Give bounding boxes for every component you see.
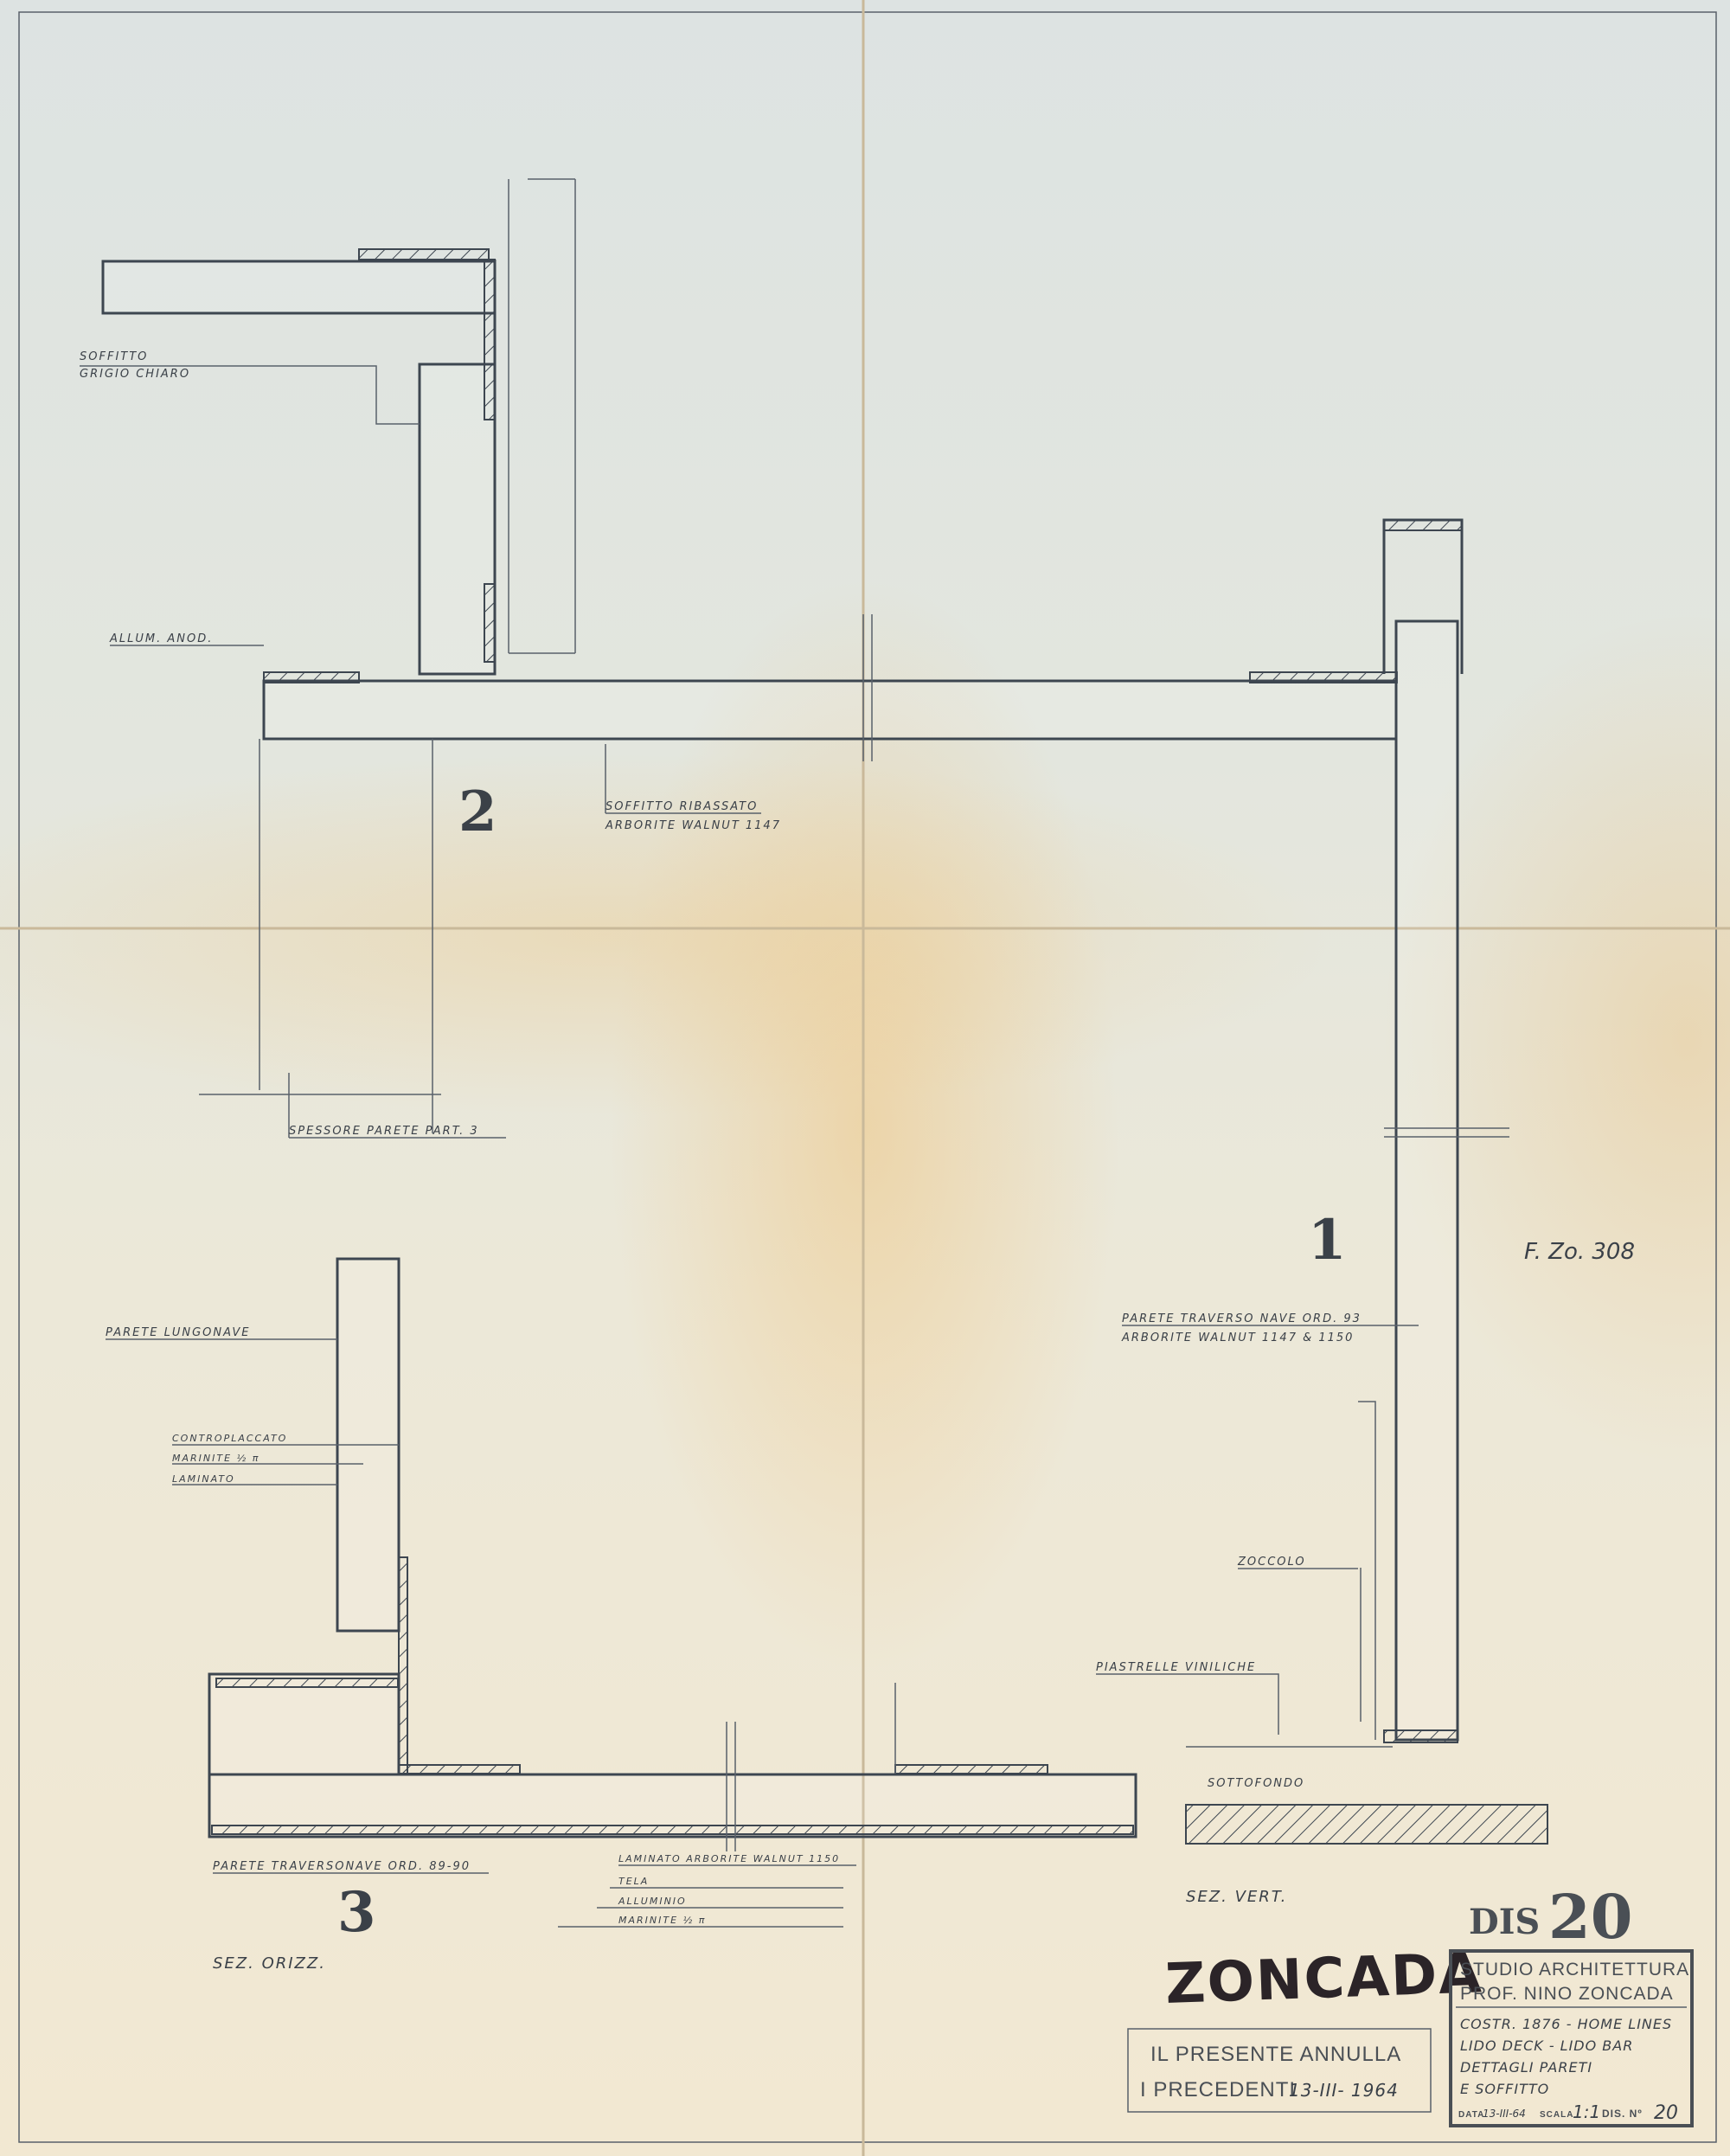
- file-reference: F. Zo. 308: [1524, 1239, 1635, 1265]
- title-line-4: E SOFFITTO: [1460, 2081, 1549, 2097]
- detail-3-horizontal-section: [106, 1257, 1137, 1928]
- layer-laminate: LAMINATO: [172, 1473, 235, 1485]
- lowered-ceiling-label: SOFFITTO RIBASSATO: [606, 800, 758, 813]
- drawing-number-label: DIS. Nº: [1602, 2108, 1643, 2120]
- bottom-layer-laminate: LAMINATO ARBORITE WALNUT 1150: [618, 1853, 840, 1864]
- detail-number-1: 1: [1308, 1208, 1347, 1273]
- title-line-1: COSTR. 1876 - HOME LINES: [1460, 2016, 1672, 2032]
- ceiling-label: SOFFITTO: [80, 350, 148, 363]
- bottom-layer-aluminium: ALLUMINIO: [618, 1896, 687, 1907]
- ceiling-color-label: GRIGIO CHIARO: [80, 368, 190, 381]
- detail-2-ceiling-section: [80, 178, 1398, 1139]
- bottom-layer-marinite: MARINITE ½ π: [618, 1915, 706, 1926]
- aluminium-label: ALLUM. ANOD.: [109, 632, 213, 645]
- detail-number-2: 2: [458, 780, 497, 844]
- transverse-wall-label: PARETE TRAVERSONAVE ORD. 89-90: [213, 1860, 471, 1873]
- subfloor-label: SOTTOFONDO: [1208, 1777, 1304, 1790]
- skirting-label: ZOCCOLO: [1237, 1556, 1306, 1569]
- title-block: [1449, 1949, 1694, 2127]
- annul-date: 13-III- 1964: [1289, 2080, 1399, 2101]
- sheet-border: [18, 11, 1717, 2143]
- layer-counterplating: CONTROPLACCATO: [172, 1433, 287, 1444]
- studio-name: STUDIO ARCHITETTURA: [1460, 1960, 1689, 1980]
- horizontal-section-label: SEZ. ORIZZ.: [213, 1954, 326, 1973]
- annul-line-2: I PRECEDENTI: [1140, 2078, 1296, 2101]
- dis-number: 20: [1548, 1881, 1632, 1953]
- vinyl-tiles-label: PIASTRELLE VINILICHE: [1096, 1661, 1256, 1674]
- layer-marinite: MARINITE ½ π: [172, 1453, 260, 1464]
- wall-material: ARBORITE WALNUT 1147 & 1150: [1121, 1331, 1354, 1344]
- wall-thickness-label: SPESSORE PARETE PART. 3: [289, 1125, 479, 1138]
- scale-label: SCALA: [1540, 2110, 1573, 2120]
- title-line-3: DETTAGLI PARETI: [1460, 2059, 1592, 2076]
- drawing-number-value: 20: [1654, 2102, 1678, 2124]
- annul-line-1: IL PRESENTE ANNULLA: [1150, 2043, 1401, 2066]
- date-label: DATA: [1458, 2110, 1484, 2120]
- lowered-ceiling-material: ARBORITE WALNUT 1147: [605, 819, 781, 832]
- title-line-2: LIDO DECK - LIDO BAR: [1460, 2037, 1633, 2054]
- longitudinal-wall-label: PARETE LUNGONAVE: [106, 1326, 250, 1339]
- zoncada-logo: ZONCADA: [1164, 1941, 1484, 2017]
- detail-number-3: 3: [337, 1880, 376, 1945]
- architect-name: PROF. NINO ZONCADA: [1460, 1984, 1674, 2004]
- bottom-layer-cloth: TELA: [618, 1876, 649, 1887]
- detail-1-wall-section: [1096, 518, 1548, 1845]
- date-value: 13-III-64: [1483, 2108, 1526, 2120]
- vertical-section-label: SEZ. VERT.: [1186, 1888, 1287, 1906]
- dis-label: DIS: [1469, 1902, 1540, 1942]
- wall-label: PARETE TRAVERSO NAVE ORD. 93: [1122, 1312, 1362, 1325]
- annul-stamp-box: [1127, 2028, 1432, 2113]
- scale-value: 1:1: [1573, 2101, 1600, 2122]
